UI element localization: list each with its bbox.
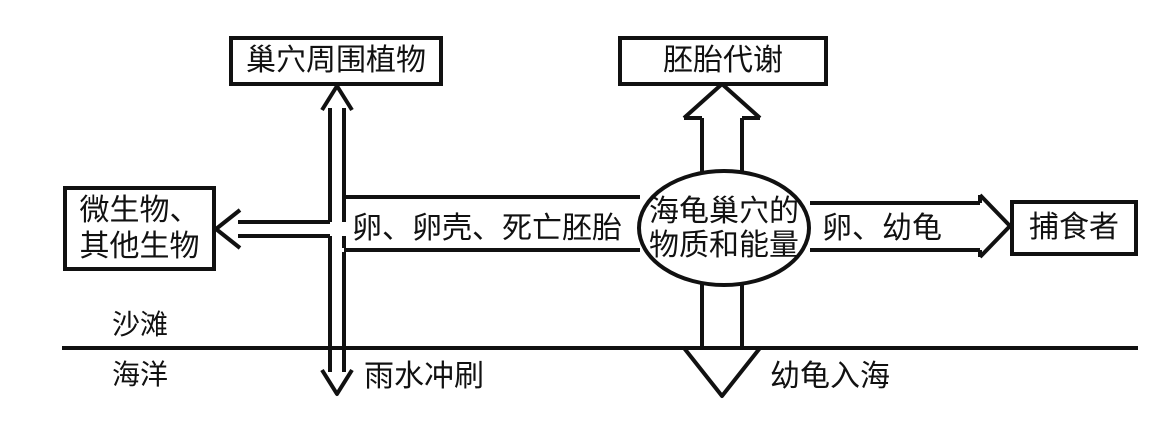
nest-text-line1: 海龟巢穴的 — [649, 194, 799, 229]
hatchlings-to-sea-label: 幼龟入海 — [770, 359, 890, 394]
rain-wash-label: 雨水冲刷 — [364, 359, 484, 394]
predators-box: 捕食者 — [1010, 200, 1138, 256]
beach-label: 沙滩 — [112, 308, 169, 341]
eggs-hatchlings-label: 卵、幼龟 — [822, 211, 942, 246]
microbes-text-line1: 微生物、 — [79, 192, 200, 228]
microbes-box: 微生物、 其他生物 — [63, 186, 216, 271]
nest-ellipse — [637, 169, 811, 287]
vertical-thin-arrow — [320, 84, 354, 396]
nest-plants-text: 巢穴周围植物 — [246, 43, 426, 78]
microbes-text-line2: 其他生物 — [79, 228, 200, 264]
embryo-metabolism-box: 胚胎代谢 — [618, 36, 828, 86]
nest-text-line2: 物质和能量 — [649, 228, 799, 263]
nest-ellipse-text: 海龟巢穴的 物质和能量 — [640, 195, 808, 263]
predators-text: 捕食者 — [1029, 210, 1119, 245]
nest-plants-box: 巢穴周围植物 — [229, 36, 443, 86]
embryo-metabolism-text: 胚胎代谢 — [663, 43, 783, 78]
left-thin-arrow — [214, 208, 330, 250]
horizontal-main-arrow — [344, 193, 1012, 259]
ocean-label: 海洋 — [112, 358, 169, 391]
vertical-thick-arrow — [682, 82, 762, 398]
eggs-shells-embryos-label: 卵、卵壳、死亡胚胎 — [352, 211, 622, 246]
